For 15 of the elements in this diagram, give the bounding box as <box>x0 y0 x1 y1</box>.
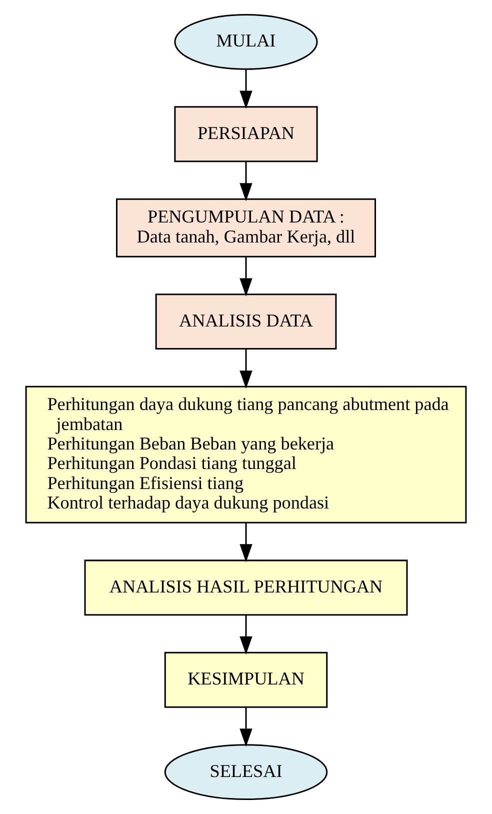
node-box: PERSIAPAN <box>174 106 318 162</box>
node-box: ANALISIS HASIL PERHITUNGAN <box>84 560 408 616</box>
node-box: Perhitungan daya dukung tiang pancang abutment pada jembatan Perhitungan Beban Beban yang bekerja Perhitungan Pondasi tiang tunggal Perhitungan Efisiensi tiang Kontrol terhadap daya dukung pondasi <box>25 386 467 524</box>
node-box: ANALISIS DATA <box>155 294 337 350</box>
arrow <box>240 161 252 202</box>
node-ellipse: MULAI <box>174 14 318 70</box>
node-box: PENGUMPULAN DATA : Data tanah, Gambar Kerja, dll <box>116 198 376 258</box>
arrow <box>240 349 252 389</box>
node-box: KESIMPULAN <box>164 652 328 708</box>
arrow <box>240 707 252 747</box>
node-ellipse: SELESAI <box>164 744 328 800</box>
arrow <box>240 69 252 109</box>
arrow <box>240 614 252 655</box>
arrow <box>240 256 252 296</box>
arrow <box>240 522 252 562</box>
